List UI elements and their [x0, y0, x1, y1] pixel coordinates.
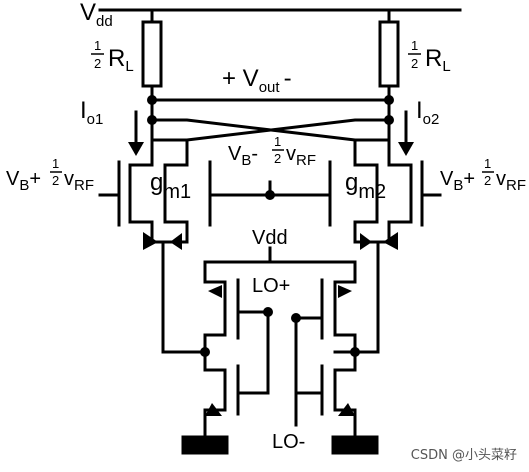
ground-left-icon [181, 435, 229, 455]
resistor-rl-left [141, 20, 163, 88]
lo-nmos-right-arrow-icon [338, 403, 355, 416]
label-half-num-left: 1 [94, 38, 101, 53]
lo-plus-lower-wire [236, 353, 270, 395]
label-vb-left: VB+ [6, 168, 41, 194]
label-vrf-den-left: 2 [52, 173, 59, 188]
ground-right-icon [331, 435, 379, 455]
m1b-drain [163, 138, 189, 244]
label-gm1: gm1 [150, 169, 191, 203]
lo-nmos-left [203, 350, 227, 432]
label-rl-right: RL [425, 45, 451, 75]
lo-pmos-right [333, 260, 357, 354]
label-vrf-right: vRF [496, 168, 526, 194]
label-vrf-num-right: 1 [484, 156, 491, 171]
m1-drain [128, 148, 154, 244]
lo-nmos-right [333, 350, 357, 432]
watermark: CSDN @小头菜籽 [406, 443, 521, 464]
io1-arrow-icon [128, 142, 144, 156]
label-vb-right: VB+ [440, 168, 475, 194]
label-half-den-right: 2 [411, 56, 418, 71]
label-half-den-left: 2 [94, 56, 101, 71]
lo-minus-wire-right [294, 316, 324, 362]
label-vrf-left: vRF [64, 168, 94, 194]
label-half-num-right: 1 [411, 38, 418, 53]
lo-pmos-left [203, 260, 227, 354]
m2b-drain [353, 138, 379, 244]
lo-plus-wire-left [236, 310, 270, 357]
label-io2: Io2 [416, 97, 439, 128]
label-vrf-den-right: 2 [484, 173, 491, 188]
cross-wire-b [150, 118, 391, 142]
node-lo-plus [263, 307, 273, 317]
io2-arrow-icon [398, 142, 414, 156]
label-rl-left: RL [108, 45, 134, 75]
label-vrf-num-mid: 1 [274, 134, 281, 149]
label-vdd-top: Vdd [80, 0, 113, 30]
label-io1: Io1 [80, 97, 103, 128]
label-vout: + Vout- [222, 65, 292, 96]
lo-pmos-left-arrow-icon [208, 285, 222, 298]
lo-pmos-right-arrow-icon [338, 285, 352, 298]
label-lo-plus: LO+ [252, 275, 290, 297]
node-lo-minus-top [291, 313, 301, 323]
label-vrf-num-left: 1 [52, 156, 59, 171]
lo-minus-lower-wire [294, 358, 324, 395]
label-vrf-den-mid: 2 [274, 151, 281, 166]
label-vdd-inner: Vdd [252, 227, 288, 249]
label-gm2: gm2 [345, 169, 386, 203]
m2-drain [387, 148, 413, 244]
lo-nmos-left-arrow-icon [205, 403, 222, 416]
resistor-rl-right [378, 20, 400, 88]
label-vrf-mid: vRF [286, 143, 316, 169]
label-vb-mid: VB- [228, 143, 258, 169]
label-lo-minus: LO- [272, 431, 305, 453]
